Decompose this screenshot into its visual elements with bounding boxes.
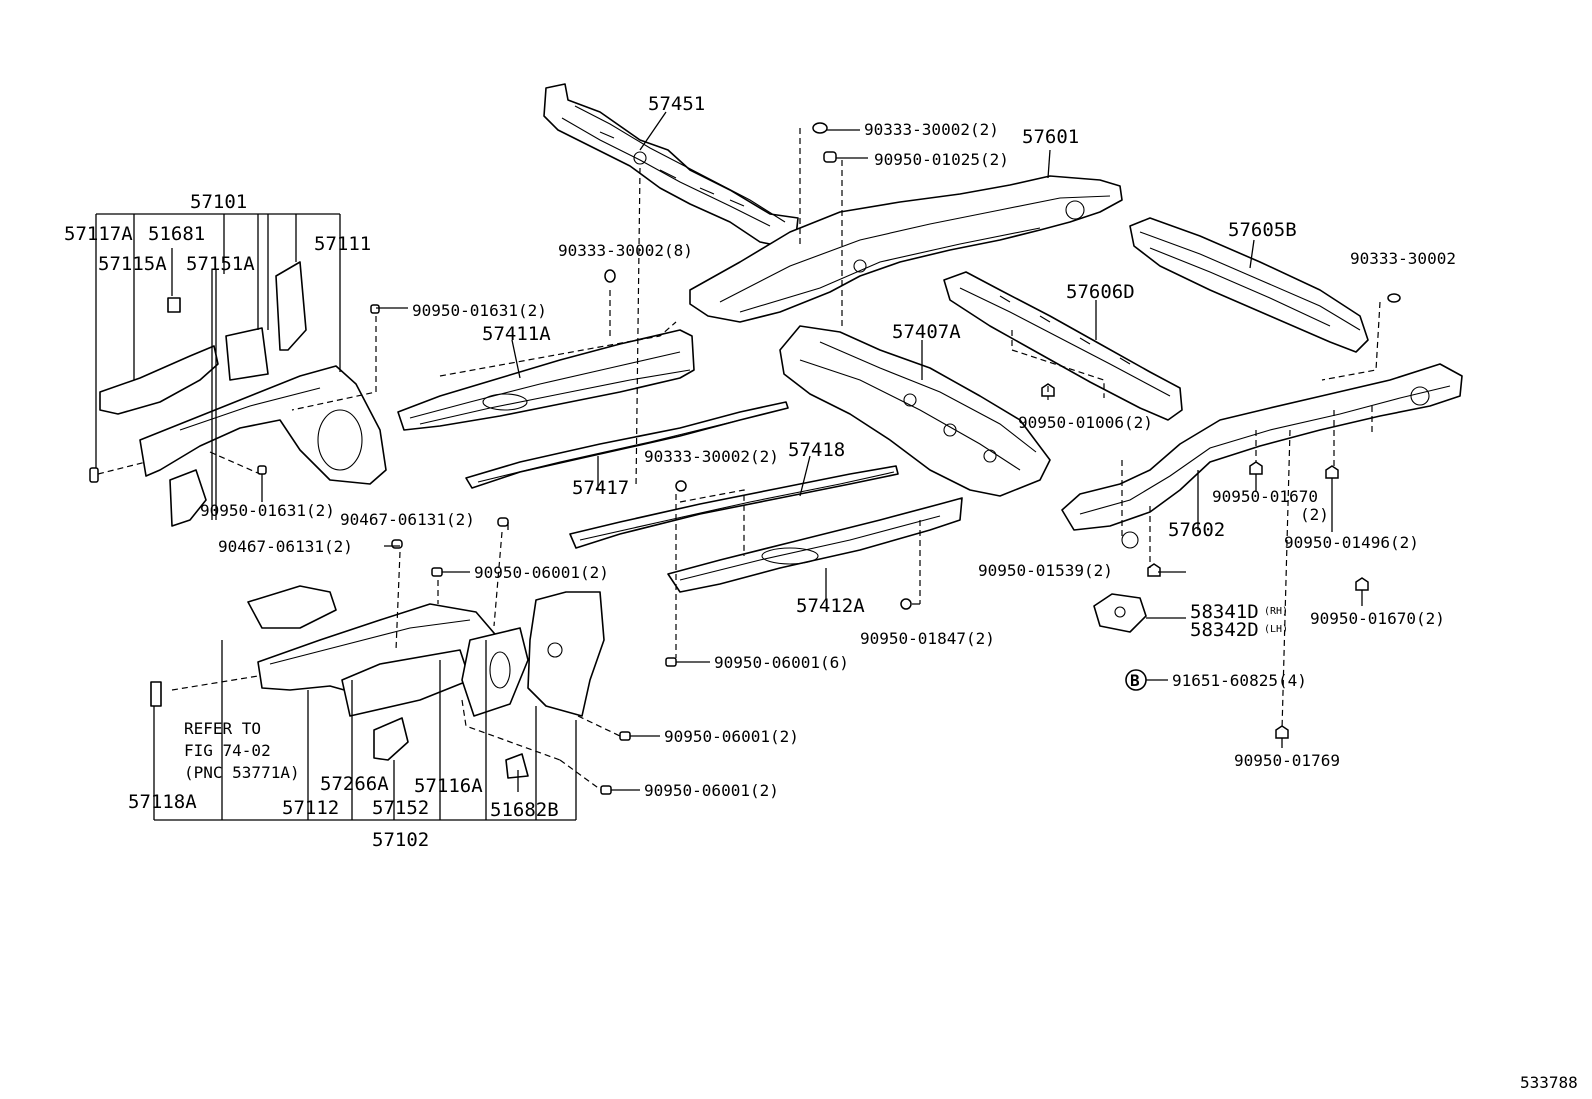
label-90950-01670-b: 90950-01670(2) bbox=[1310, 609, 1445, 628]
fastener bbox=[812, 122, 828, 134]
label-57115A: 57115A bbox=[98, 253, 167, 275]
fastener bbox=[257, 465, 267, 475]
fastener bbox=[1325, 465, 1339, 479]
label-90950-06001-b: 90950-06001(2) bbox=[664, 727, 799, 746]
part-57412A[interactable] bbox=[667, 497, 963, 593]
label-90467-06131-a: 90467-06131(2) bbox=[340, 510, 475, 529]
fastener bbox=[431, 567, 443, 577]
label-57116A: 57116A bbox=[414, 775, 483, 797]
label-90950-01769: 90950-01769 bbox=[1234, 751, 1340, 770]
label-90950-01496: 90950-01496(2) bbox=[1284, 533, 1419, 552]
label-57118A: 57118A bbox=[128, 791, 197, 813]
fastener bbox=[497, 517, 509, 527]
fastener bbox=[1387, 293, 1401, 303]
part-57411A[interactable] bbox=[397, 329, 695, 431]
part-57602[interactable] bbox=[1061, 363, 1463, 549]
label-57601: 57601 bbox=[1022, 126, 1079, 148]
fastener bbox=[665, 657, 677, 667]
fastener bbox=[391, 539, 403, 549]
label-90950-01006: 90950-01006(2) bbox=[1018, 413, 1153, 432]
label-57112: 57112 bbox=[282, 797, 339, 819]
label-90950-01847: 90950-01847(2) bbox=[860, 629, 995, 648]
label-57266A: 57266A bbox=[320, 773, 389, 795]
label-57117A: 57117A bbox=[64, 223, 133, 245]
label-90950-06001-a: 90950-06001(2) bbox=[474, 563, 609, 582]
fastener bbox=[89, 467, 99, 483]
part-57418[interactable] bbox=[569, 465, 899, 549]
fastener bbox=[1355, 577, 1369, 591]
part-57605B[interactable] bbox=[1129, 217, 1369, 353]
part-57451[interactable] bbox=[543, 83, 799, 247]
fastener bbox=[823, 151, 837, 163]
label-refer-1: REFER TO bbox=[184, 719, 261, 738]
label-57101: 57101 bbox=[190, 191, 247, 213]
fastener bbox=[370, 304, 380, 314]
part-57601[interactable] bbox=[689, 175, 1123, 323]
part-57407A[interactable] bbox=[779, 325, 1051, 497]
label-57417: 57417 bbox=[572, 477, 629, 499]
label-90950-06001-6: 90950-06001(6) bbox=[714, 653, 849, 672]
label-90333-30002-2-top: 90333-30002(2) bbox=[864, 120, 999, 139]
part-57101[interactable] bbox=[99, 261, 387, 527]
label-90950-01670-a: 90950-01670 bbox=[1212, 487, 1318, 506]
fasteners bbox=[89, 122, 1401, 795]
leader-lines bbox=[95, 111, 1381, 821]
label-57451: 57451 bbox=[648, 93, 705, 115]
label-rh: (RH) bbox=[1264, 606, 1288, 617]
label-90950-01631-b: 90950-01631(2) bbox=[200, 501, 335, 520]
fastener bbox=[1147, 563, 1161, 577]
label-90333-30002-2-mid: 90333-30002(2) bbox=[644, 447, 779, 466]
label-58342D: 58342D bbox=[1190, 619, 1259, 641]
diagram-id: 533788 bbox=[1520, 1073, 1578, 1092]
label-90950-01025: 90950-01025(2) bbox=[874, 150, 1009, 169]
label-51682B: 51682B bbox=[490, 799, 559, 821]
callout-b-circle bbox=[1125, 669, 1147, 691]
part-57417[interactable] bbox=[465, 401, 789, 489]
callout-b-letter: B bbox=[1130, 671, 1140, 690]
label-57151A: 57151A bbox=[186, 253, 255, 275]
label-51681: 51681 bbox=[148, 223, 205, 245]
label-91651-60825: 91651-60825(4) bbox=[1172, 671, 1307, 690]
fastener bbox=[604, 269, 616, 283]
label-90467-06131-b: 90467-06131(2) bbox=[218, 537, 353, 556]
fastener bbox=[600, 785, 612, 795]
part-57102[interactable] bbox=[150, 585, 605, 779]
label-lh: (LH) bbox=[1264, 624, 1288, 635]
label-90950-06001-c: 90950-06001(2) bbox=[644, 781, 779, 800]
label-90950-01670-a-qty: (2) bbox=[1300, 505, 1329, 524]
label-90333-30002-right: 90333-30002 bbox=[1350, 249, 1456, 268]
label-refer-2: FIG 74-02 bbox=[184, 741, 271, 760]
label-57111: 57111 bbox=[314, 233, 371, 255]
label-58341D: 58341D bbox=[1190, 601, 1259, 623]
label-57605B: 57605B bbox=[1228, 219, 1297, 241]
label-57602: 57602 bbox=[1168, 519, 1225, 541]
label-57102: 57102 bbox=[372, 829, 429, 851]
part-58341D[interactable] bbox=[1093, 593, 1147, 633]
label-57412A: 57412A bbox=[796, 595, 865, 617]
label-90333-30002-8: 90333-30002(8) bbox=[558, 241, 693, 260]
fastener bbox=[675, 480, 687, 492]
fastener bbox=[1249, 461, 1263, 475]
part-57606D[interactable] bbox=[943, 271, 1183, 421]
fastener bbox=[1275, 725, 1289, 739]
label-57606D: 57606D bbox=[1066, 281, 1135, 303]
fastener bbox=[619, 731, 631, 741]
label-57411A: 57411A bbox=[482, 323, 551, 345]
label-57418: 57418 bbox=[788, 439, 845, 461]
label-refer-3: (PNC 53771A) bbox=[184, 763, 300, 782]
label-57152: 57152 bbox=[372, 797, 429, 819]
fastener bbox=[900, 598, 912, 610]
label-90950-01631-a: 90950-01631(2) bbox=[412, 301, 547, 320]
label-90950-01539: 90950-01539(2) bbox=[978, 561, 1113, 580]
label-57407A: 57407A bbox=[892, 321, 961, 343]
part-labels: 57101 57117A 51681 57115A 57151A 57111 5… bbox=[64, 93, 1578, 1092]
